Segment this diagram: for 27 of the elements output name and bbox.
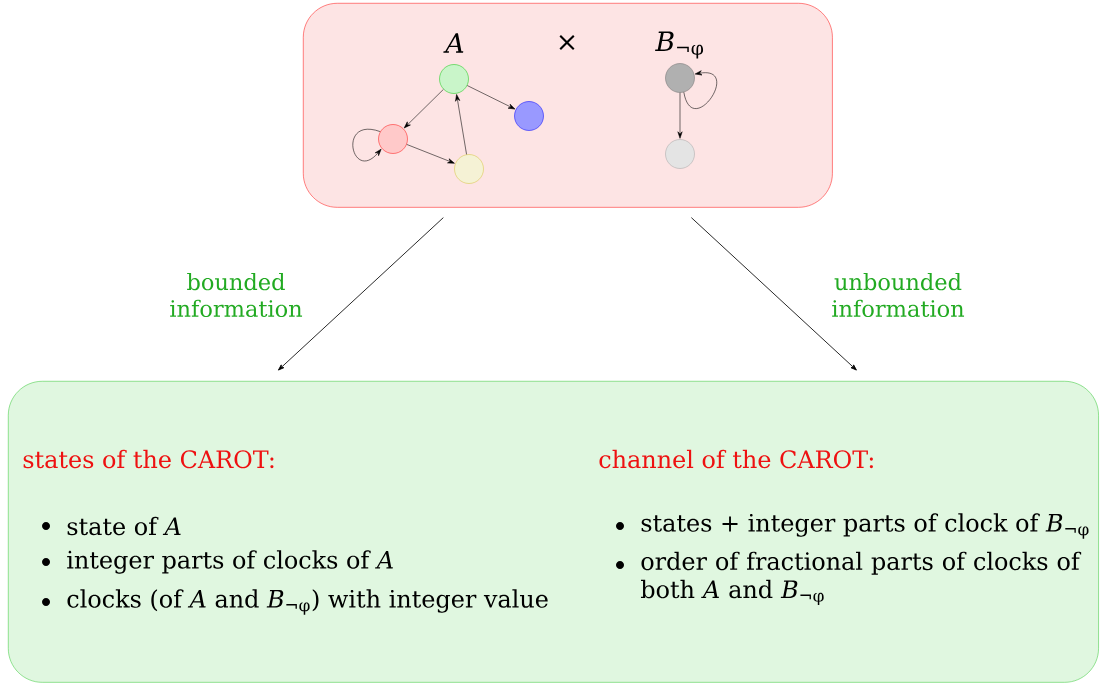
list-item: state of A xyxy=(67,516,181,536)
state-circle xyxy=(454,154,484,184)
automaton-label: A xyxy=(443,33,464,53)
arrow xyxy=(690,217,857,371)
edge-label: bounded information xyxy=(170,272,303,318)
list-item: order of fractional parts of clocks of both A and B$_{¬φ}$ xyxy=(640,551,1082,606)
list-item: integer parts of clocks of A xyxy=(67,550,393,574)
list-item: states + integer parts of clock of B$_{¬φ}$ xyxy=(641,513,1089,539)
arrow xyxy=(406,144,455,164)
state-circle xyxy=(665,63,695,93)
list-heading: channel of the CAROT: xyxy=(599,449,873,469)
state-circle xyxy=(439,64,469,94)
state-circle xyxy=(514,101,544,131)
automaton-label: B$_{¬φ}$ xyxy=(655,31,704,59)
arrow xyxy=(467,85,516,110)
state-circle xyxy=(665,139,695,169)
list-heading: states of the CAROT: xyxy=(23,449,274,469)
arrow xyxy=(403,89,444,129)
product-sign: × xyxy=(559,35,575,51)
arrow xyxy=(278,217,444,371)
state-circle xyxy=(378,124,408,154)
list-item: clocks (of A and B$_{¬φ}$) with integer value xyxy=(67,589,548,615)
arrow xyxy=(683,70,717,109)
arrow xyxy=(455,94,467,155)
arrow xyxy=(352,129,382,162)
edge-label: unbounded information xyxy=(832,272,965,318)
arrow xyxy=(677,92,683,139)
